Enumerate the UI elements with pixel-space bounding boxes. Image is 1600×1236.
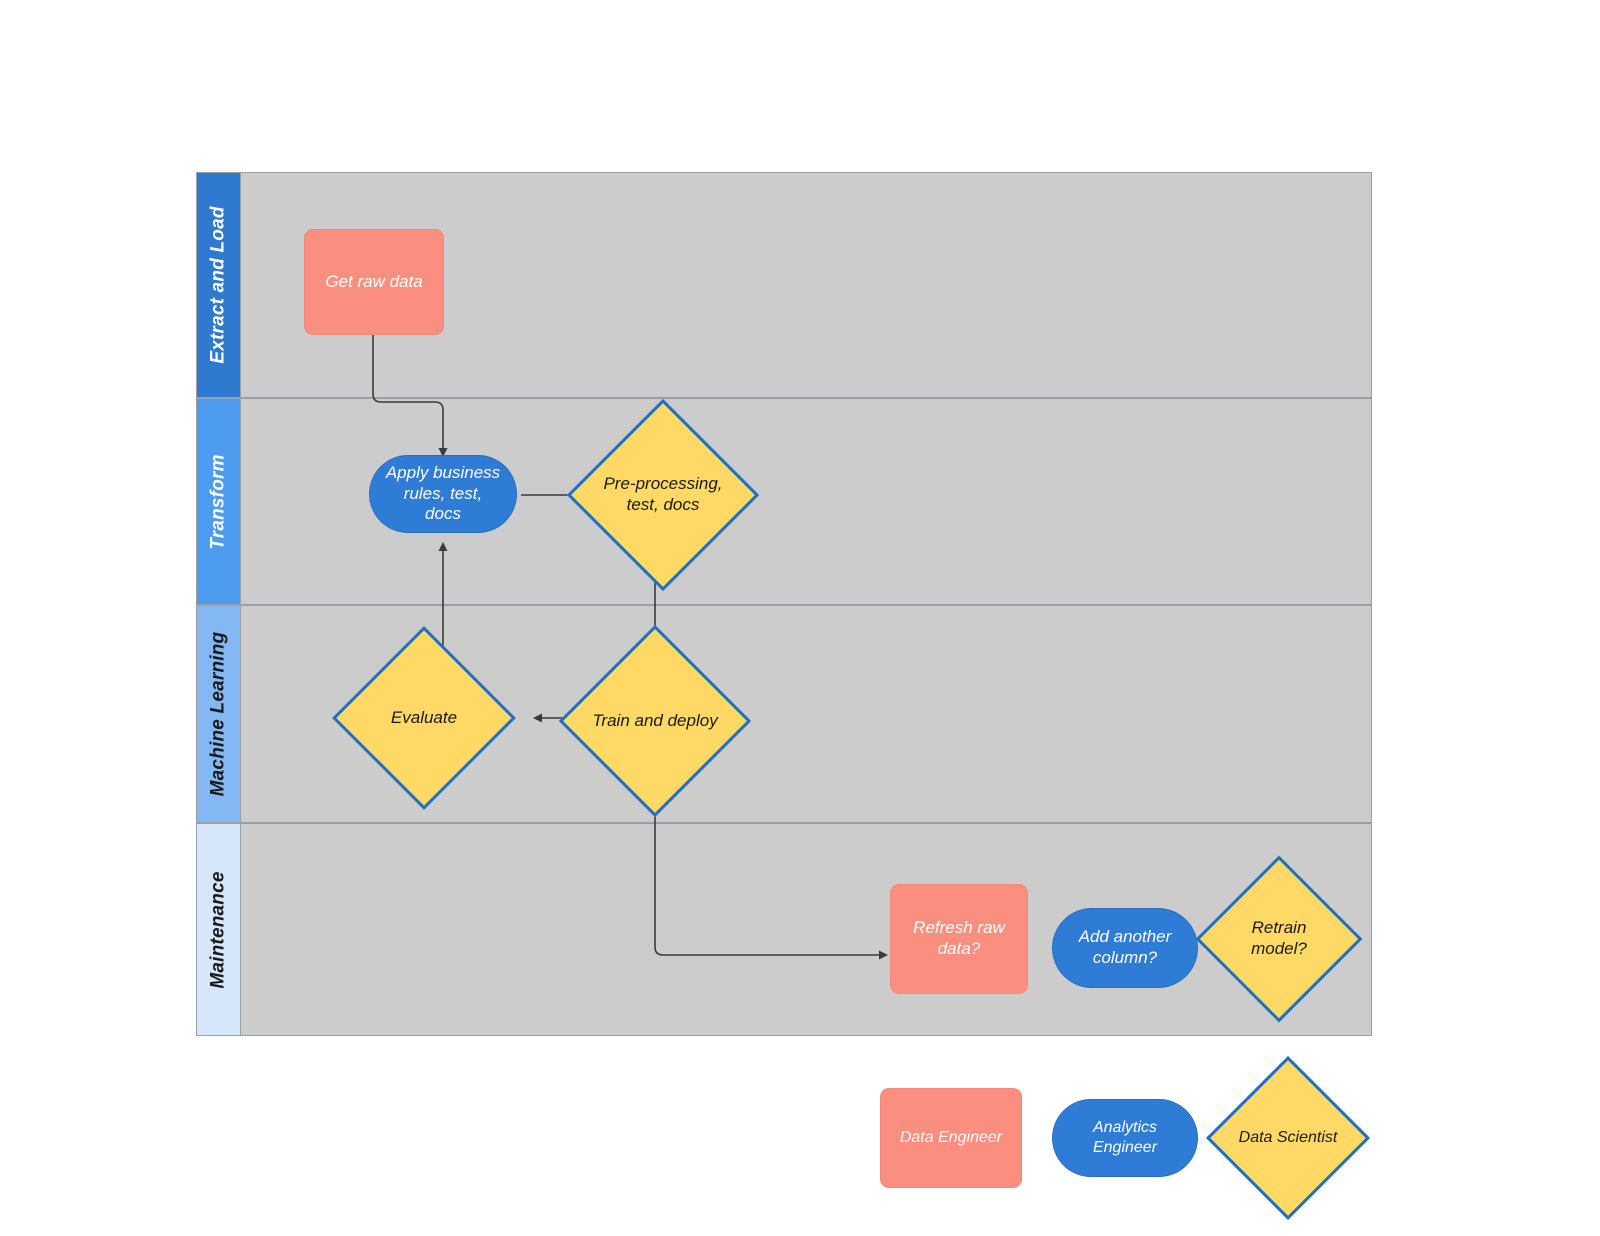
node-refresh-raw-data[interactable]: Refresh raw data? bbox=[890, 884, 1028, 994]
lane-header-transform: Transform bbox=[197, 399, 241, 604]
node-label-add-another-column: Add another column? bbox=[1078, 927, 1172, 967]
node-evaluate[interactable]: Evaluate bbox=[332, 626, 516, 810]
node-retrain-model[interactable]: Retrain model? bbox=[1195, 855, 1363, 1023]
node-label-get-raw-data: Get raw data bbox=[325, 271, 423, 291]
node-label-apply-business-rules: Apply business rules, test, docs bbox=[385, 462, 501, 524]
legend-label-data-scientist: Data Scientist bbox=[1238, 1129, 1338, 1147]
lane-body-maintenance bbox=[241, 824, 1371, 1035]
node-get-raw-data[interactable]: Get raw data bbox=[304, 229, 444, 335]
node-label-train-and-deploy: Train and deploy bbox=[592, 710, 718, 730]
legend-item-analytics-engineer[interactable]: Analytics Engineer bbox=[1052, 1099, 1198, 1177]
legend-label-data-engineer: Data Engineer bbox=[899, 1129, 1003, 1147]
legend-item-data-engineer[interactable]: Data Engineer bbox=[880, 1088, 1022, 1188]
lane-header-maintenance: Maintenance bbox=[197, 824, 241, 1035]
node-apply-business-rules[interactable]: Apply business rules, test, docs bbox=[369, 455, 517, 533]
swimlane-diagram: Extract and Load Transform Machine Learn… bbox=[196, 172, 1372, 1036]
node-add-another-column[interactable]: Add another column? bbox=[1052, 908, 1198, 988]
node-label-refresh-raw-data: Refresh raw data? bbox=[913, 918, 1005, 958]
lane-header-machine-learning: Machine Learning bbox=[197, 606, 241, 822]
node-label-evaluate: Evaluate bbox=[390, 707, 458, 727]
legend-label-analytics-engineer: Analytics Engineer bbox=[1092, 1119, 1158, 1156]
legend: Data Engineer Analytics Engineer Data Sc… bbox=[880, 1055, 1380, 1221]
legend-item-data-scientist[interactable]: Data Scientist bbox=[1205, 1055, 1371, 1221]
node-pre-processing[interactable]: Pre-processing, test, docs bbox=[566, 398, 760, 592]
lane-header-extract-and-load: Extract and Load bbox=[197, 173, 241, 397]
lane-label-extract-and-load: Extract and Load bbox=[207, 206, 229, 364]
node-label-retrain-model: Retrain model? bbox=[1251, 918, 1307, 958]
node-label-pre-processing: Pre-processing, test, docs bbox=[603, 474, 723, 514]
lane-label-maintenance: Maintenance bbox=[207, 870, 229, 989]
node-train-and-deploy[interactable]: Train and deploy bbox=[558, 624, 752, 818]
lane-label-machine-learning: Machine Learning bbox=[207, 631, 229, 797]
lane-label-transform: Transform bbox=[207, 453, 229, 550]
